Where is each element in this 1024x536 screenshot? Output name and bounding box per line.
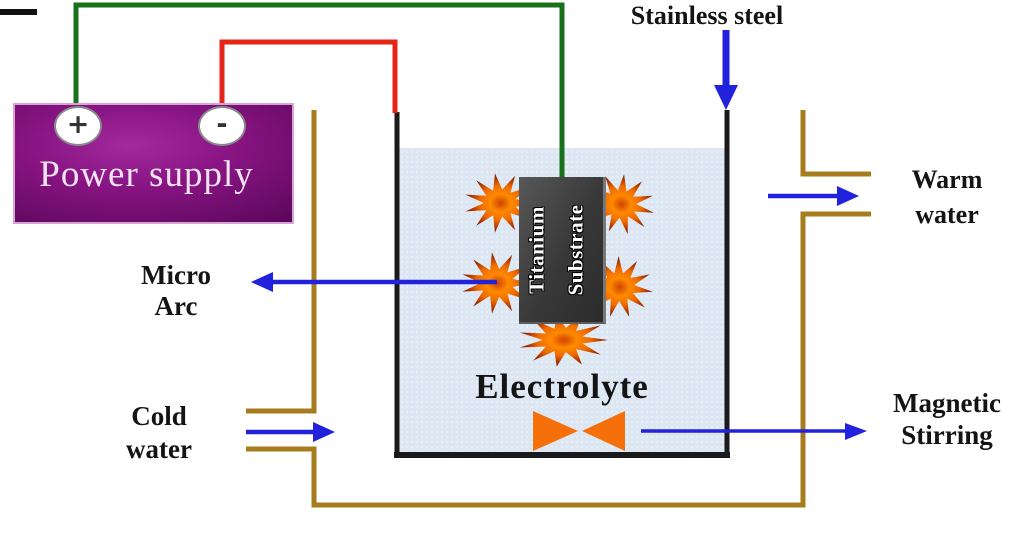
power-supply-label: Power supply xyxy=(39,154,254,195)
power-supply-box: + - Power supply xyxy=(13,103,294,224)
arrow-head xyxy=(251,272,273,292)
magnetic-stirring-line1: Magnetic xyxy=(893,388,1001,418)
warm-water-line1: Warm xyxy=(911,165,983,194)
cold-water-label: Cold water xyxy=(126,400,192,466)
magnetic-stirrer-icon xyxy=(533,411,625,451)
arrow-head xyxy=(714,85,738,110)
micro-arc-line2: Arc xyxy=(154,291,198,321)
arrow-head xyxy=(845,423,867,440)
substrate-label-line1: Titanium xyxy=(524,205,549,294)
stainless-steel-label: Stainless steel xyxy=(630,1,784,30)
cold-water-line1: Cold xyxy=(131,401,187,431)
cooling-pipe-outlet-top xyxy=(800,110,871,177)
micro-arc-label: Micro Arc xyxy=(141,260,211,322)
substrate-label-line2: Substrate xyxy=(563,204,588,295)
warm-water-arrow xyxy=(768,186,859,206)
arrow-head xyxy=(837,186,859,206)
magnetic-stirring-line2: Stirring xyxy=(901,420,993,450)
negative-terminal-sign: - xyxy=(216,109,228,140)
positive-terminal-sign: + xyxy=(66,109,90,140)
cold-water-arrow xyxy=(246,422,335,442)
cooling-pipe-loop xyxy=(246,211,871,508)
warm-water-label: Warm water xyxy=(912,162,983,232)
magnetic-stirring-label: Magnetic Stirring xyxy=(893,387,1001,451)
micro-arc-line1: Micro xyxy=(141,260,211,290)
micro-arc-arrow xyxy=(251,272,497,292)
arrow-head xyxy=(313,422,335,442)
substrate-label: Titanium Substrate xyxy=(518,176,605,323)
stirrer-left-triangle xyxy=(533,411,578,451)
electrolyte-label: Electrolyte xyxy=(475,367,649,406)
negative-terminal: - xyxy=(198,106,246,146)
magnetic-stirring-arrow xyxy=(641,423,867,440)
warm-water-line2: water xyxy=(915,200,979,229)
cooling-water-jacket xyxy=(246,110,871,508)
frame-artifact xyxy=(0,9,37,15)
cooling-pipe-inlet-top xyxy=(246,110,317,414)
positive-terminal: + xyxy=(54,106,102,146)
negative-wire xyxy=(219,39,398,113)
stirrer-right-triangle xyxy=(582,411,625,451)
titanium-substrate: Titanium Substrate xyxy=(519,177,606,324)
positive-wire xyxy=(73,2,565,177)
stainless-steel-arrow xyxy=(714,30,738,110)
cold-water-line2: water xyxy=(126,434,192,464)
